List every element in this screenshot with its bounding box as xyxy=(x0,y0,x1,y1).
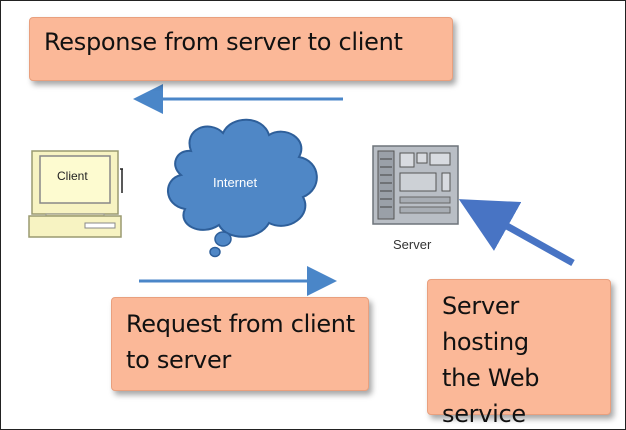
server-note-line-3: service xyxy=(442,400,526,428)
pointer-arrow xyxy=(458,199,575,267)
server-note-line-2: the Web xyxy=(442,364,540,392)
request-note-line-1: Request from client xyxy=(126,310,355,338)
internet-label: Internet xyxy=(213,175,258,190)
response-note: Response from server to client xyxy=(29,17,453,81)
client-computer-icon xyxy=(28,150,123,238)
request-note-line-2: to server xyxy=(126,346,231,374)
internet-cloud-icon xyxy=(167,118,318,258)
server-hosting-note: Server hosting the Web service xyxy=(427,279,611,428)
server-label: Server xyxy=(393,237,432,252)
client-label: Client xyxy=(57,169,88,183)
server-icon xyxy=(372,145,459,225)
server-note-line-1: Server hosting xyxy=(442,292,529,356)
request-note: Request from client to server xyxy=(111,297,369,391)
response-note-text: Response from server to client xyxy=(44,28,403,56)
